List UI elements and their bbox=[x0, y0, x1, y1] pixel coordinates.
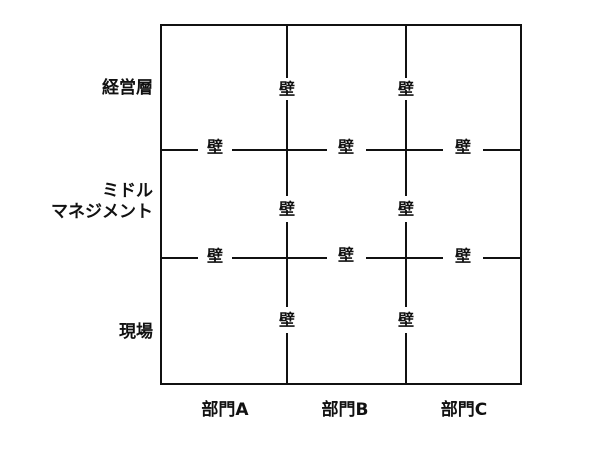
wall-label: 壁 bbox=[338, 246, 354, 265]
wall-label: 壁 bbox=[398, 80, 414, 99]
row-label-middle-management: ミドル マネジメント bbox=[51, 181, 153, 224]
wall-label: 壁 bbox=[207, 247, 223, 266]
wall-label: 壁 bbox=[398, 311, 414, 330]
wall-label: 壁 bbox=[455, 247, 471, 266]
wall-label: 壁 bbox=[279, 311, 295, 330]
row-label-frontline: 現場 bbox=[119, 322, 153, 343]
row-label-line: 現場 bbox=[119, 322, 153, 342]
horizontal-dividers bbox=[161, 149, 521, 259]
wall-label: 壁 bbox=[338, 138, 354, 157]
column-label-dept-b: 部門B bbox=[321, 400, 369, 420]
column-label-dept-c: 部門C bbox=[440, 400, 488, 420]
row-label-executive: 経営層 bbox=[102, 78, 153, 99]
wall-label: 壁 bbox=[279, 200, 295, 219]
vertical-dividers bbox=[286, 25, 407, 384]
row-label-line: ミドル bbox=[102, 181, 153, 201]
row-label-line: マネジメント bbox=[51, 202, 153, 223]
row-label-line: 経営層 bbox=[102, 78, 153, 98]
column-label-dept-a: 部門A bbox=[201, 400, 249, 420]
wall-label: 壁 bbox=[207, 138, 223, 157]
wall-label: 壁 bbox=[455, 138, 471, 157]
wall-label: 壁 bbox=[279, 80, 295, 99]
grid-frame bbox=[160, 24, 522, 385]
wall-label: 壁 bbox=[398, 200, 414, 219]
